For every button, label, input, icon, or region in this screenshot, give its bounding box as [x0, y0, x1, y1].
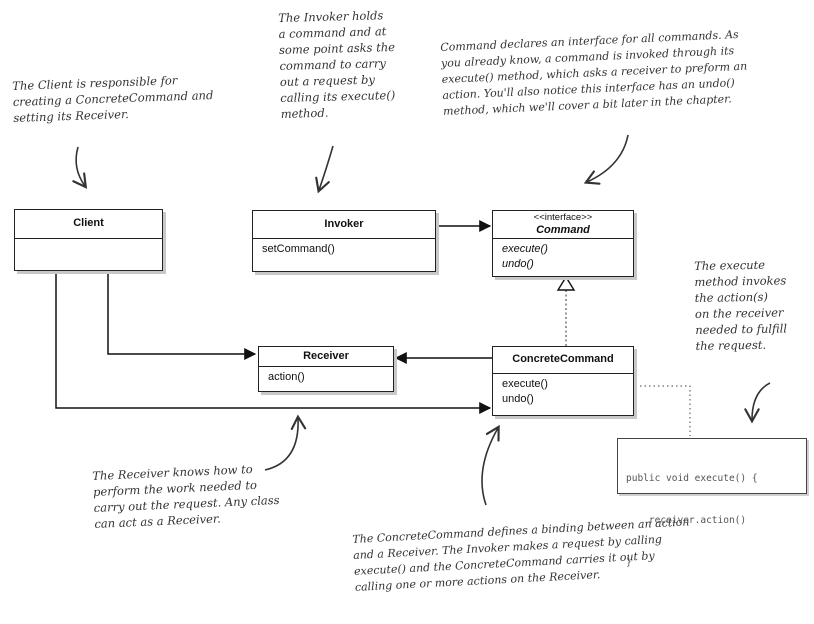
invoker-method-setcommand: setCommand(): [262, 243, 335, 255]
realization-triangle: [556, 275, 576, 291]
invoker-class-name: Invoker: [253, 211, 435, 239]
invoker-annotation: The Invoker holds a command and at some …: [278, 7, 397, 122]
receiver-method-action: action(): [268, 371, 305, 383]
command-interface-body: execute() undo(): [493, 239, 633, 275]
receiver-class: Receiver action(): [258, 346, 394, 392]
invoker-note-arrow: [315, 145, 334, 194]
execute-annotation-line: needed to fulfill: [695, 321, 788, 337]
client-to-concretecommand-association: [55, 270, 492, 414]
concretecommand-method-undo: undo(): [502, 393, 534, 405]
command-interface-name: Command: [536, 224, 590, 236]
code-line: public void execute() {: [626, 473, 758, 484]
receiver-annotation: The Receiver knows how to perform the wo…: [92, 460, 281, 532]
execute-annotation-line: the request.: [695, 337, 767, 353]
receiver-class-body: action(): [259, 367, 393, 388]
execute-annotation-line: The execute: [694, 257, 766, 273]
client-annotation: The Client is responsible for creating a…: [12, 71, 214, 126]
execute-code-link: [550, 385, 691, 436]
code-line: receiver.action(): [626, 515, 747, 526]
interface-stereotype: <<interface>>: [533, 212, 593, 223]
execute-annotation-line: the action(s): [694, 289, 769, 305]
command-method-undo: undo(): [502, 258, 534, 270]
code-line: }: [626, 557, 632, 568]
concretecommand-class-name: ConcreteCommand: [493, 347, 633, 374]
invoker-annotation-line: calling its execute(): [280, 87, 396, 105]
concrete-note-arrow: [481, 424, 500, 506]
concretecommand-class: ConcreteCommand execute() undo(): [492, 346, 634, 416]
execute-annotation-line: method invokes: [694, 273, 787, 289]
receiver-class-name: Receiver: [259, 347, 393, 367]
command-annotation: Command declares an interface for all co…: [440, 27, 749, 120]
client-note-arrow: [72, 146, 88, 189]
invoker-class: Invoker setCommand(): [252, 210, 436, 272]
concretecommand-class-body: execute() undo(): [493, 374, 633, 410]
invoker-annotation-line: command to carry: [279, 56, 387, 73]
command-interface-header: <<interface>> Command: [493, 211, 633, 239]
receiver-note-arrow: [264, 414, 307, 471]
client-to-receiver-association: [107, 270, 257, 360]
concretecommand-method-execute: execute(): [502, 378, 548, 390]
execute-code-snippet: public void execute() { receiver.action(…: [617, 438, 807, 568]
execute-annotation: The execute method invokes the action(s)…: [694, 256, 788, 354]
invoker-annotation-line: method.: [280, 105, 329, 121]
command-method-execute: execute(): [502, 243, 548, 255]
command-interface: <<interface>> Command execute() undo(): [492, 210, 634, 277]
client-class-name: Client: [15, 210, 162, 239]
execute-note-arrow: [744, 382, 771, 424]
command-note-arrow: [583, 134, 629, 185]
client-class-body: [15, 239, 162, 245]
invoker-class-body: setCommand(): [253, 239, 435, 260]
execute-annotation-line: on the receiver: [694, 305, 784, 321]
client-class: Client: [14, 209, 163, 271]
